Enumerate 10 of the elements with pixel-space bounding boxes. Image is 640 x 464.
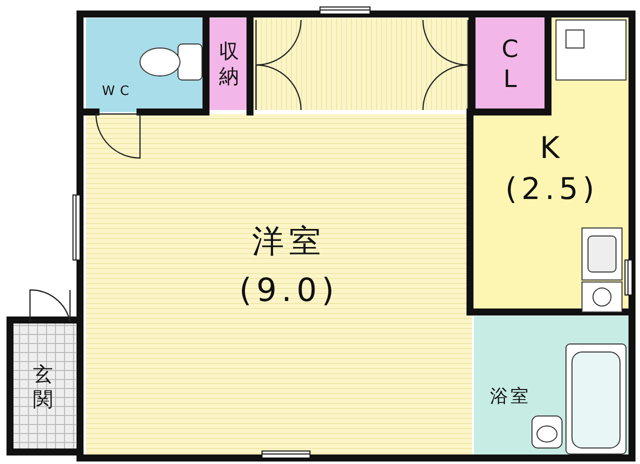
room-area xyxy=(474,18,546,110)
room-label: C L xyxy=(500,34,520,94)
room-label: K xyxy=(540,132,564,166)
room-label: 浴室 xyxy=(490,386,532,408)
room-label: WC xyxy=(102,85,134,100)
room-label: 収納 xyxy=(219,39,239,89)
room-label: 玄関 xyxy=(33,362,53,412)
room-label: (2.5) xyxy=(505,172,599,207)
room-label: (9.0) xyxy=(239,272,339,309)
room-label: 洋室 xyxy=(252,223,326,260)
